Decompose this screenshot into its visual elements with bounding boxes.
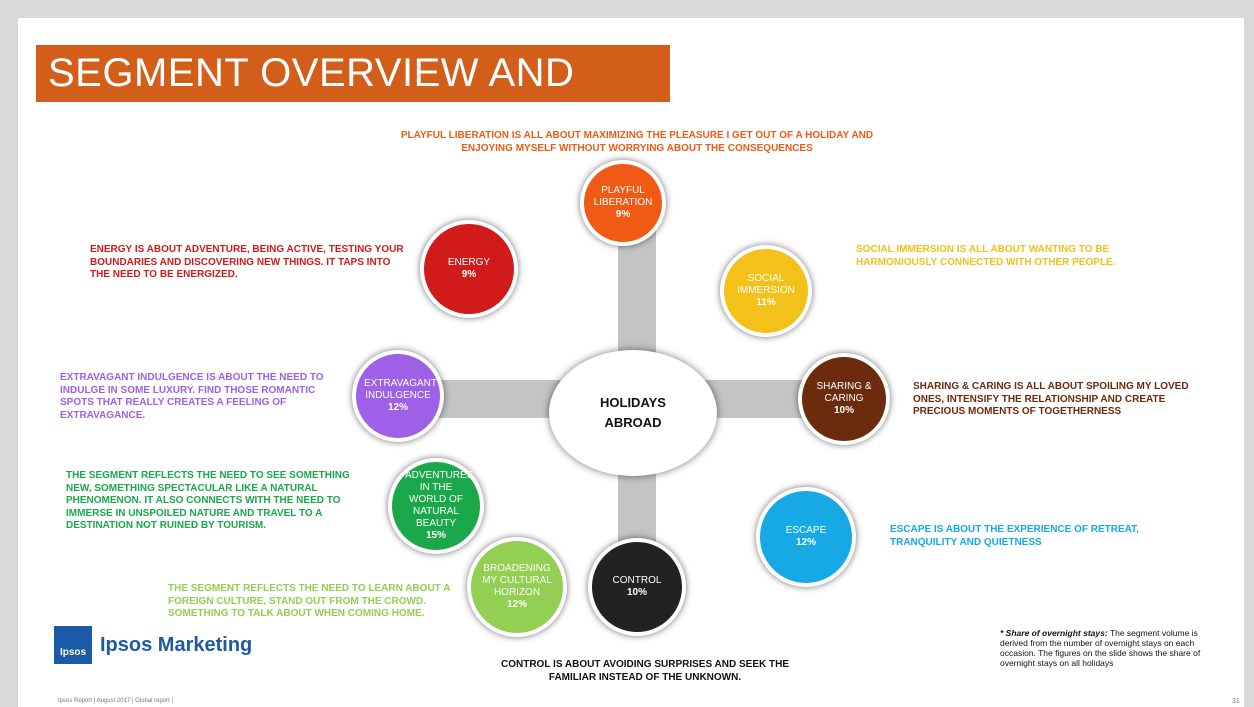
segment-pct: 15% — [425, 530, 446, 541]
segment-name: ADVENTURES IN THE WORLD OF NATURAL BEAUT… — [405, 470, 474, 529]
segment-name: ENERGY — [447, 257, 491, 268]
hub-holidays-abroad: HOLIDAYS ABROAD — [549, 350, 717, 476]
desc-escape: ESCAPE IS ABOUT THE EXPERIENCE OF RETREA… — [890, 524, 1139, 548]
ipsos-logo-text: Ipsos Marketing — [100, 633, 253, 656]
ipsos-logo: Ipsos Ipsos Marketing — [54, 626, 252, 664]
segment-energy: ENERGY 9% — [420, 220, 518, 318]
ipsos-logo-box: Ipsos — [54, 626, 92, 664]
segment-social-immersion: SOCIAL IMMERSION 11% — [720, 245, 812, 337]
segment-name: SOCIAL IMMERSION — [737, 273, 795, 296]
desc-extravagant-indulgence: EXTRAVAGANT INDULGENCE IS ABOUT THE NEED… — [60, 372, 324, 421]
desc-broadening-cultural-horizon: THE SEGMENT REFLECTS THE NEED TO LEARN A… — [168, 583, 451, 619]
segment-name: EXTRAVAGANT INDULGENCE — [364, 378, 437, 401]
desc-playful-liberation: PLAYFUL LIBERATION IS ALL ABOUT MAXIMIZI… — [400, 130, 874, 154]
segment-name: BROADENING MY CULTURAL HORIZON — [482, 563, 552, 598]
desc-control: CONTROL IS ABOUT AVOIDING SURPRISES AND … — [501, 659, 789, 683]
segment-extravagant-indulgence: EXTRAVAGANT INDULGENCE 12% — [352, 350, 444, 442]
hub-line2: ABROAD — [604, 415, 662, 430]
segment-pct: 12% — [795, 537, 816, 548]
segment-name: SHARING & CARING — [816, 381, 872, 404]
page-number: 31 — [1232, 698, 1240, 705]
segment-name: CONTROL — [612, 575, 662, 586]
segment-pct: 9% — [615, 209, 631, 220]
desc-energy: ENERGY IS ABOUT ADVENTURE, BEING ACTIVE,… — [90, 244, 404, 280]
segment-adventures-natural-beauty: ADVENTURES IN THE WORLD OF NATURAL BEAUT… — [388, 458, 484, 554]
segment-playful-liberation: PLAYFUL LIBERATION 9% — [580, 160, 666, 246]
segment-pct: 12% — [506, 599, 527, 610]
segment-pct: 10% — [833, 405, 854, 416]
footnote-text: The segment volume is derived from the n… — [1000, 628, 1201, 668]
footer-text: Ipsos Report | August 2017 | Global repo… — [58, 698, 174, 704]
segment-pct: 11% — [756, 297, 776, 308]
desc-sharing-caring: SHARING & CARING IS ALL ABOUT SPOILING M… — [913, 381, 1189, 417]
segment-sharing-caring: SHARING & CARING 10% — [798, 353, 890, 445]
segment-name: PLAYFUL LIBERATION — [593, 185, 653, 208]
segment-pct: 10% — [626, 587, 647, 598]
footnote: * Share of overnight stays: The segment … — [1000, 628, 1215, 668]
segment-name: ESCAPE — [785, 525, 827, 536]
segment-pct: 12% — [387, 402, 408, 413]
desc-adventures-natural-beauty: THE SEGMENT REFLECTS THE NEED TO SEE SOM… — [66, 470, 350, 531]
segment-escape: ESCAPE 12% — [756, 487, 856, 587]
segment-pct: 9% — [461, 269, 477, 280]
page-title: SEGMENT OVERVIEW AND SIZE — [36, 45, 670, 152]
hub-line1: HOLIDAYS — [600, 395, 666, 410]
segment-broadening-cultural-horizon: BROADENING MY CULTURAL HORIZON 12% — [467, 537, 567, 637]
footnote-bold: * Share of overnight stays: — [1000, 628, 1108, 638]
segment-control: CONTROL 10% — [588, 538, 686, 636]
desc-social-immersion: SOCIAL IMMERSION IS ALL ABOUT WANTING TO… — [856, 244, 1116, 268]
